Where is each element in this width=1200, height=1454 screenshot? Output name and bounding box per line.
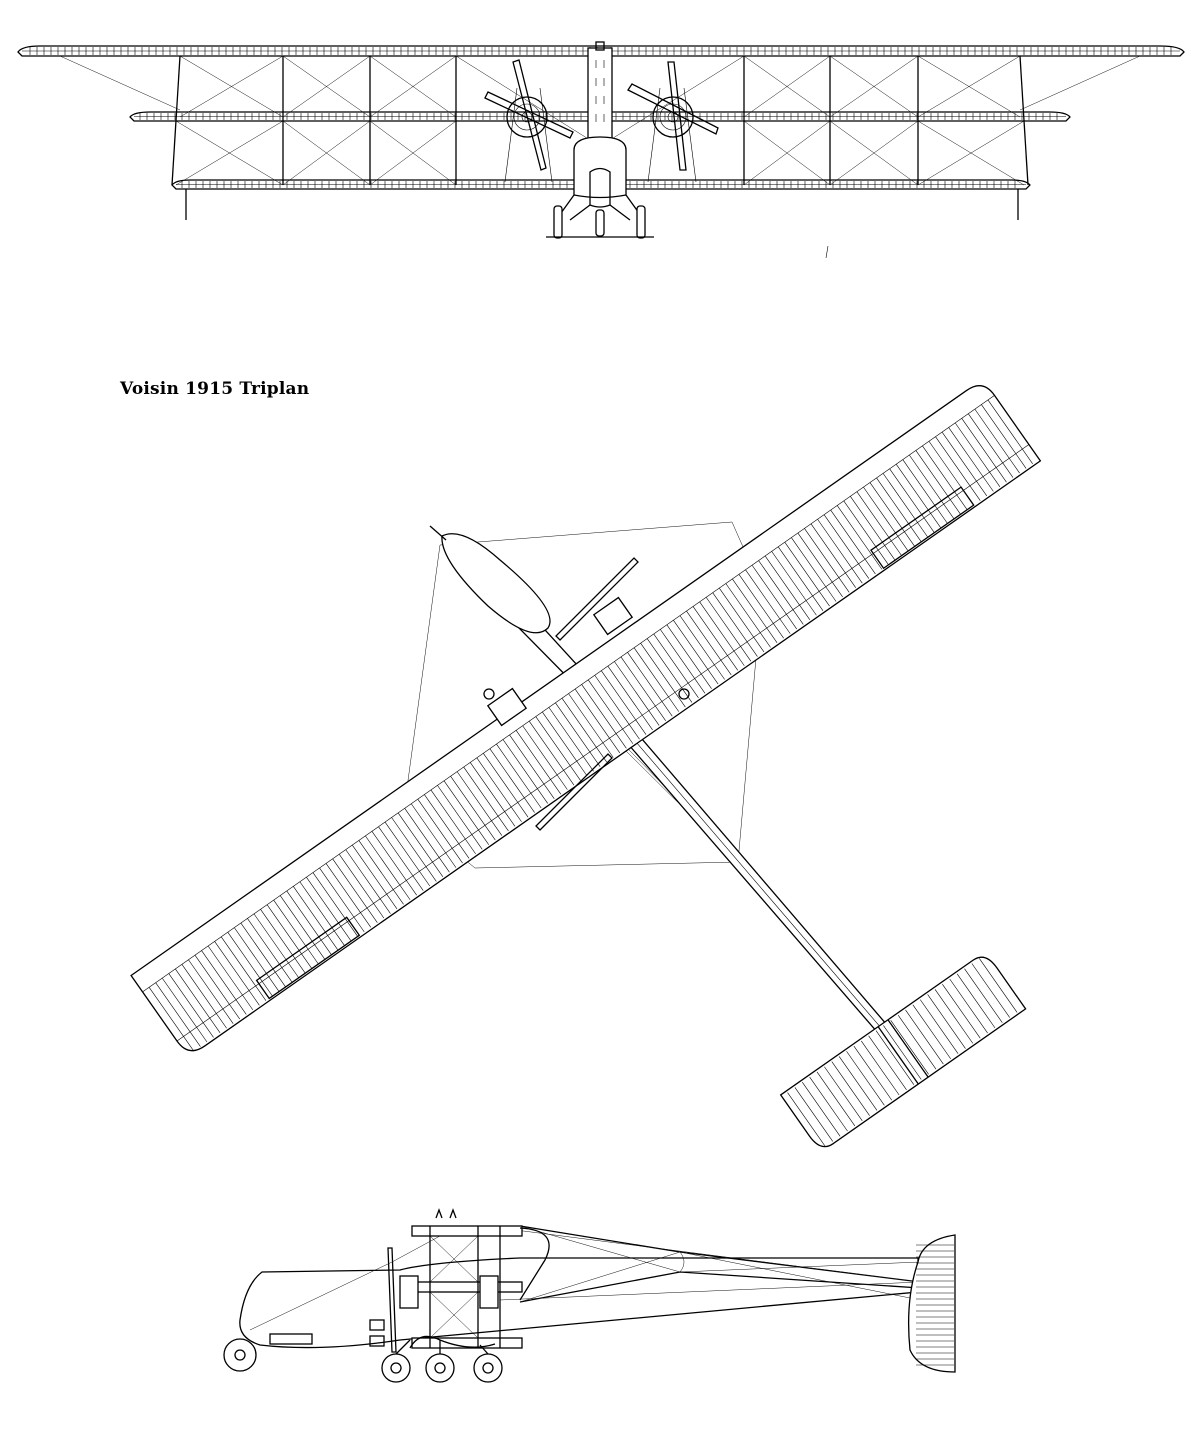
drawing-title: Voisin 1915 Triplan <box>120 379 310 399</box>
top-tailplane-ribs <box>787 958 1018 1147</box>
side-rear-boom <box>499 1225 921 1303</box>
front-interplane-struts <box>171 55 1029 220</box>
top-left-engine <box>483 687 690 831</box>
side-landing-gear <box>223 1335 503 1383</box>
top-left-aileron <box>255 916 361 1000</box>
stray-mark <box>825 245 829 259</box>
side-rudder <box>907 1234 956 1373</box>
front-fuselage-nacelle <box>555 41 645 221</box>
front-landing-gear <box>546 205 654 239</box>
side-engine-propeller <box>249 1235 499 1353</box>
top-tailplane <box>779 956 1027 1148</box>
side-wing-cellule <box>411 1208 550 1349</box>
top-wing-ribs <box>148 399 1033 1052</box>
front-left-engine <box>484 59 574 183</box>
front-wing-rib-ticks <box>29 47 1172 188</box>
top-right-engine <box>555 557 639 641</box>
top-main-wing <box>130 385 1042 1052</box>
top-right-aileron <box>870 486 975 570</box>
front-view <box>17 41 1185 259</box>
front-right-engine <box>627 61 719 183</box>
side-fuselage <box>239 1257 919 1349</box>
top-view <box>130 385 1042 1148</box>
